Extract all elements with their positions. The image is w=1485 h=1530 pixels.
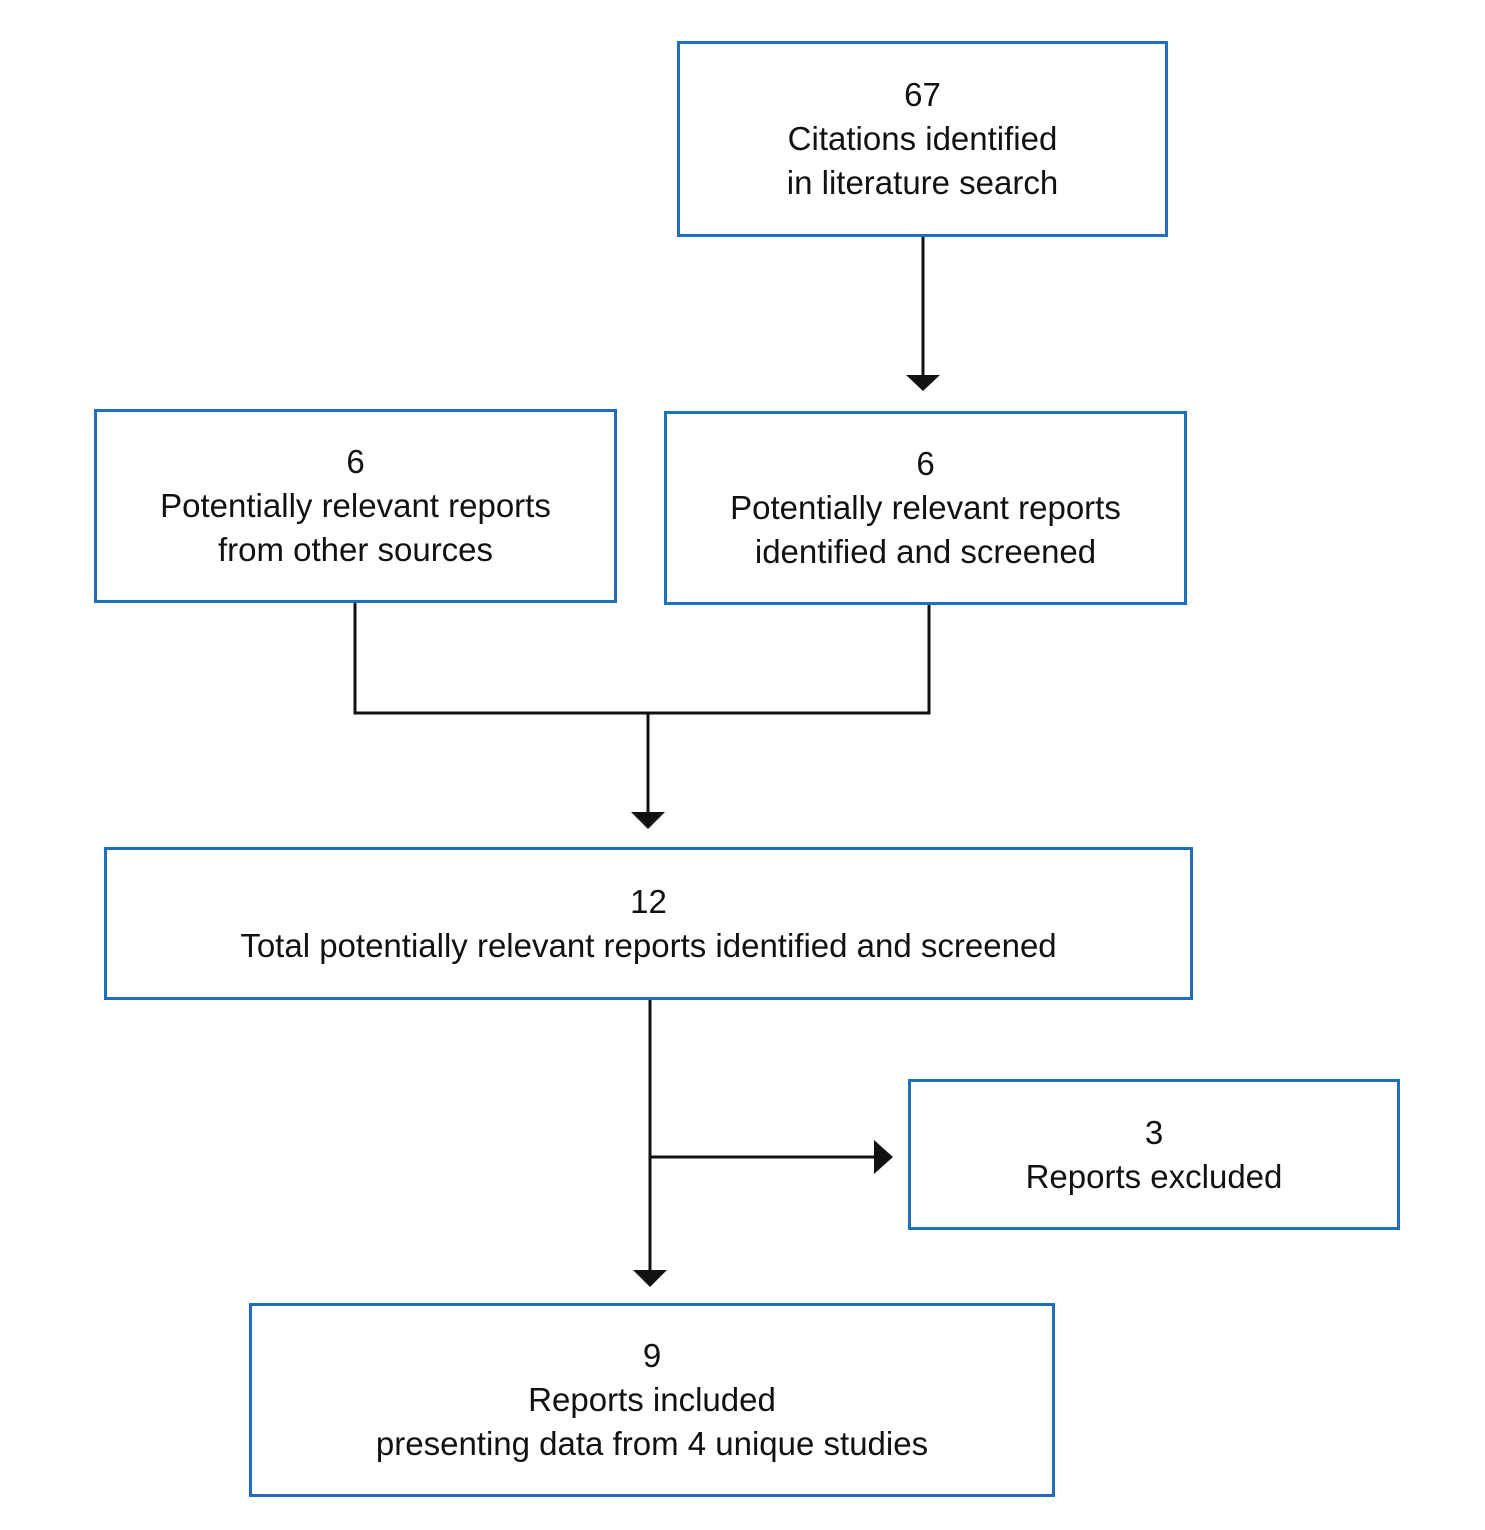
citations-label-line1: Citations identified [787, 120, 1058, 157]
citations-label-line2: in literature search [786, 164, 1059, 201]
total-screened-box: 12 Total potentially relevant reports id… [104, 847, 1193, 1000]
connector-merge-bracket [353, 602, 931, 715]
included-label-line2: presenting data from 4 unique studies [375, 1425, 929, 1462]
other-sources-box: 6 Potentially relevant reports from othe… [94, 409, 617, 603]
identified-screened-label-line1: Potentially relevant reports [730, 489, 1121, 526]
included-label-line1: Reports included [528, 1381, 776, 1418]
reports-included-box: 9 Reports included presenting data from … [249, 1303, 1055, 1497]
reports-excluded-box: 3 Reports excluded [908, 1079, 1400, 1230]
citations-count: 67 [904, 76, 941, 113]
arrowhead-down-included [633, 1270, 667, 1287]
included-count: 9 [642, 1337, 662, 1374]
arrowhead-down-screened [906, 375, 940, 391]
identified-screened-count: 6 [916, 445, 935, 482]
arrowhead-right-excluded [874, 1140, 893, 1174]
arrowhead-down-total [631, 812, 665, 829]
excluded-count: 3 [1144, 1113, 1164, 1151]
total-label: Total potentially relevant reports ident… [240, 926, 1057, 964]
other-sources-label-line2: from other sources [217, 531, 494, 568]
identified-screened-label-line2: identified and screened [754, 533, 1097, 570]
other-sources-label-line1: Potentially relevant reports [160, 487, 551, 524]
total-count: 12 [630, 882, 667, 920]
citations-identified-box: 67 Citations identified in literature se… [677, 41, 1168, 237]
excluded-label: Reports excluded [1025, 1157, 1283, 1195]
other-sources-count: 6 [346, 443, 365, 480]
identified-screened-box: 6 Potentially relevant reports identifie… [664, 411, 1187, 605]
